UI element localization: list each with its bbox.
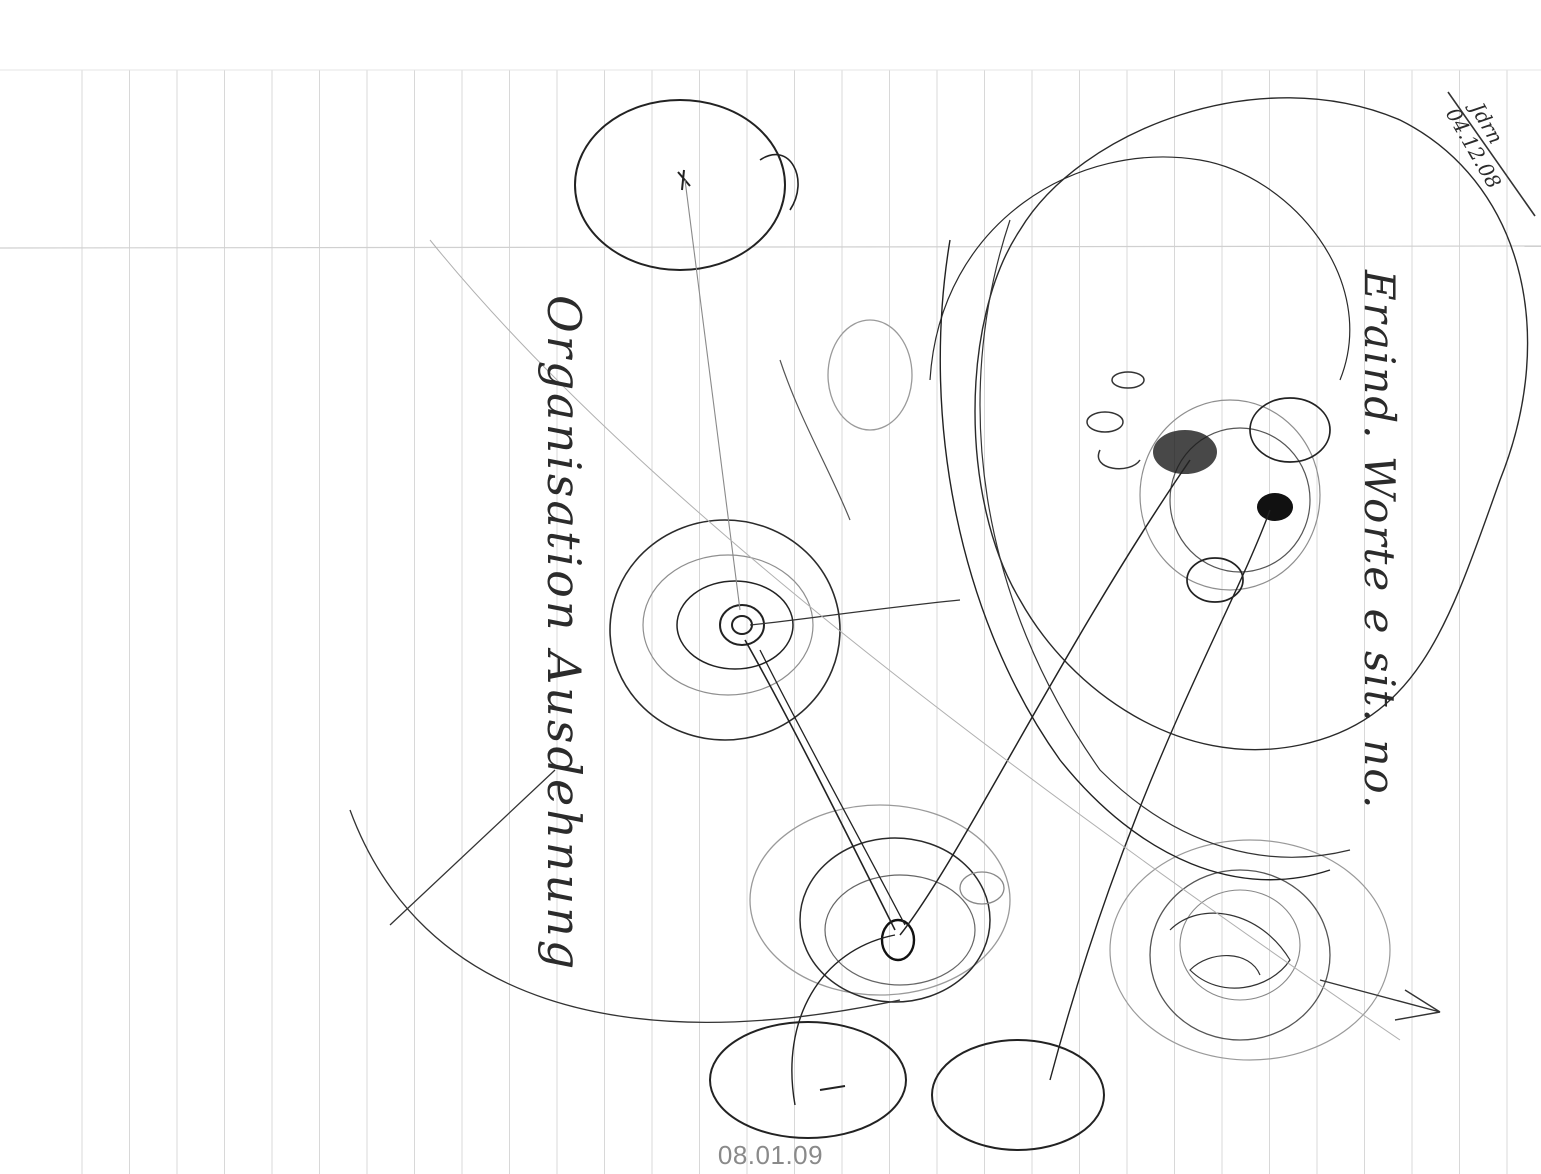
right-cluster-small-loop-2 [1087,412,1123,432]
big-sweep-curve-2 [980,220,1350,857]
right-cluster-top-oval [1250,398,1330,462]
link-left-to-right [750,600,960,625]
link-bottom-to-lower-left-oval [792,935,895,1105]
top-left-cross-mark [678,170,690,190]
link-left-to-bottom [745,640,895,930]
left-node-outer-circle [610,520,840,740]
top-left-circle [575,100,785,270]
left-vertical-handwriting: Organisation Ausdehnung [537,295,591,972]
top-left-circle-tail [760,155,798,210]
link-top-circle-to-left-node [685,180,740,610]
left-node-core-2 [732,616,752,634]
right-cluster-dark-dot [1257,493,1293,521]
left-node-ring [643,555,813,695]
pencil-small-circle [828,320,912,430]
left-node-core [720,605,764,645]
big-sweep-curve [940,240,1330,880]
bottom-right-arrow [1320,980,1440,1020]
link-left-to-bottom-2 [760,650,905,925]
right-cluster-bottom-oval [1187,558,1243,602]
pencil-arc-left [780,360,850,520]
left-node-inner [677,581,793,669]
bottom-left-oval-mark [820,1086,845,1090]
bottom-right-ring-a [1110,840,1390,1060]
inner-contour-stroke [930,157,1350,380]
bottom-right-scribble [1170,913,1290,988]
bottom-node-core [882,920,914,960]
ruled-lines [82,70,1507,1174]
lower-left-sweep [350,810,900,1022]
fold-line [0,246,1541,248]
date-caption: 08.01.09 [0,1140,1541,1171]
bottom-left-oval [710,1022,906,1138]
right-cluster-small-loop-1 [1112,372,1144,388]
bottom-node-inner-ring [825,875,975,985]
bottom-right-oval [932,1040,1104,1150]
bottom-right-ring-c [1180,890,1300,1000]
right-cluster-hook [1098,450,1140,469]
right-vertical-handwriting: Eraind. Worte e sit. no. [1355,269,1404,810]
bottom-right-ring-b [1150,870,1330,1040]
